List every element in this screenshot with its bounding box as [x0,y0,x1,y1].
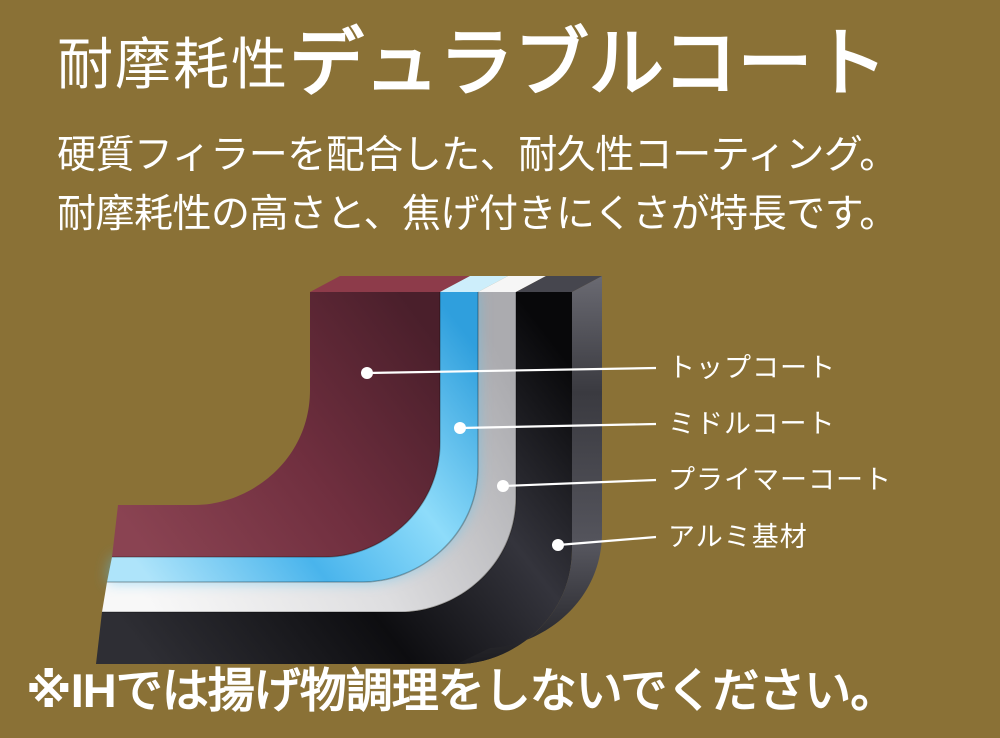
middle-coat-layer [107,292,478,582]
top-coat-layer [112,292,440,557]
description-text: 硬質フィラーを配合した、耐久性コーティング。 耐摩耗性の高さと、焦げ付きにくさが… [57,126,898,245]
title-main: デュラブルコート [289,21,888,105]
leader-dot-middle-coat [454,422,466,434]
leader-line-top-coat [366,366,657,375]
aluminum-top-face [516,276,602,292]
label-middle-coat: ミドルコート [668,409,836,439]
leader-line-middle-coat [459,422,657,430]
leader-lines [366,366,657,547]
leader-dot-aluminum [552,539,564,551]
label-top-coat: トップコート [668,353,836,383]
label-primer-coat: プライマーコート [668,465,892,495]
leader-line-aluminum [557,535,657,547]
title-prefix: 耐摩耗性 [57,33,289,97]
page-title: 耐摩耗性 デュラブルコート [57,24,888,103]
aluminum-base-layer [96,292,572,664]
label-aluminum-base: アルミ基材 [668,522,808,552]
leader-dot-primer-coat [497,480,509,492]
layer-edge-lines [102,292,517,613]
aluminum-side-face [457,276,602,664]
description-line-2: 耐摩耗性の高さと、焦げ付きにくさが特長です。 [57,193,898,237]
primer-coat-layer [102,292,516,612]
primer-coat-top-face [478,276,546,292]
leader-line-primer-coat [502,478,657,488]
middle-coat-top-face [440,276,508,292]
ih-warning-text: ※IHでは揚げ物調理をしないでください。 [26,664,897,717]
leader-dots [361,367,564,551]
description-line-1: 硬質フィラーを配合した、耐久性コーティング。 [57,134,898,177]
top-coat-top-face [310,276,470,292]
leader-dot-top-coat [361,367,373,379]
